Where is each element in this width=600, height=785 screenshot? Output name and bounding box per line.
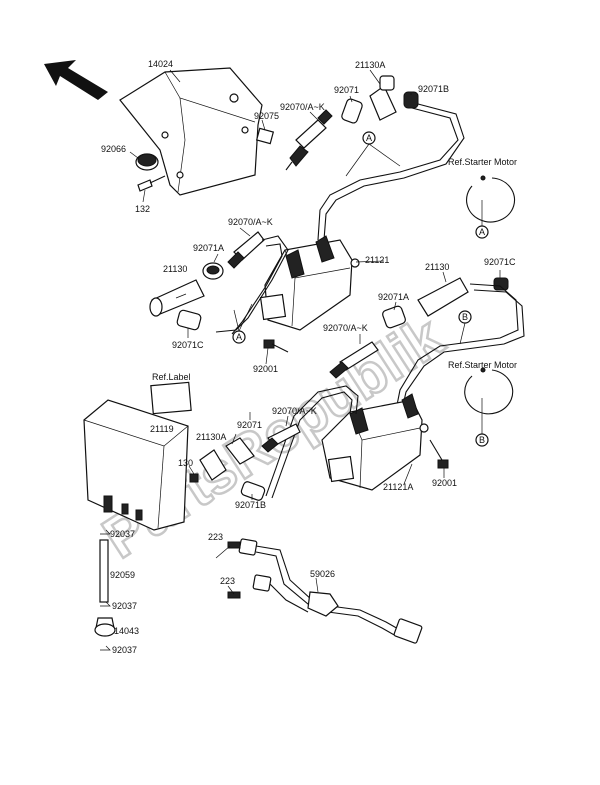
- label-130: 130: [178, 458, 193, 468]
- label-92066: 92066: [101, 144, 126, 154]
- plug-cap-21130-left: [149, 279, 205, 317]
- cap-92071-upper: [341, 98, 363, 124]
- label-21130A-a: 21130A: [355, 60, 385, 70]
- ref-starter-motor-lower: Ref.Starter Motor: [448, 360, 517, 370]
- starter-ring-lower: [464, 367, 514, 415]
- label-21130-a: 21130: [163, 264, 187, 274]
- label-21119: 21119: [150, 424, 174, 434]
- screw-132: [137, 175, 166, 192]
- label-92001-b: 92001: [432, 478, 457, 488]
- cap-92071B-lower: [240, 481, 266, 501]
- label-92037-c: 92037: [112, 645, 137, 655]
- marker-a-upper: A: [345, 131, 401, 177]
- label-92070-b: 92070/A~K: [228, 217, 273, 227]
- bolt-92001-lower: [429, 439, 449, 469]
- ref-starter-motor-upper: Ref.Starter Motor: [448, 157, 517, 167]
- spark-plug-right: [329, 341, 379, 379]
- spark-plug-lower: [261, 423, 301, 453]
- coil-cover: [119, 67, 263, 196]
- clamp-92037-c: [100, 645, 111, 651]
- cap-92071C-left: [176, 309, 202, 331]
- label-92071A-a: 92071A: [193, 243, 224, 253]
- spark-plug-upper: [285, 109, 333, 171]
- grommet-92066: [135, 153, 159, 171]
- label-92071C-b: 92071C: [484, 257, 516, 267]
- label-92071C-a: 92071C: [172, 340, 204, 350]
- svg-text:A: A: [479, 227, 485, 237]
- ignition-coil-21121A: [321, 393, 429, 491]
- label-92071B-a: 92071B: [418, 84, 449, 94]
- label-223-b: 223: [220, 576, 235, 586]
- label-21130A-b: 21130A: [196, 432, 226, 442]
- cap-92071C-right: [493, 277, 509, 291]
- label-59026: 59026: [310, 569, 335, 579]
- spark-plug-left: [227, 231, 265, 269]
- label-21130-b: 21130: [425, 262, 449, 272]
- marker-b-lower: B: [475, 398, 489, 447]
- plug-cap-21130A-lower: [199, 437, 255, 481]
- label-92070-d: 92070/A~K: [272, 406, 317, 416]
- valve-14043: [94, 617, 116, 637]
- cap-92071A-left: [202, 262, 224, 280]
- screw-130: [189, 473, 199, 483]
- starter-ring-upper: [466, 175, 516, 223]
- callout-labels: 14024 92075 92066 132 92070/A~K 92071 21…: [101, 59, 516, 655]
- label-223-a: 223: [208, 532, 223, 542]
- ht-lead-right: [395, 283, 519, 411]
- label-92070-a: 92070/A~K: [280, 102, 325, 112]
- clamp-92037-a: [100, 529, 111, 535]
- cap-92071A-right: [382, 305, 406, 329]
- label-132: 132: [135, 204, 150, 214]
- hose-92059: [99, 539, 109, 603]
- label-92037-a: 92037: [110, 529, 135, 539]
- marker-a-left: A: [232, 303, 253, 344]
- plug-cap-21130A-upper: [369, 75, 397, 121]
- ic-igniter-21119: [83, 399, 189, 531]
- label-21121: 21121: [365, 255, 389, 265]
- leader-lines: [129, 69, 501, 595]
- ref-label-box: [150, 381, 192, 415]
- front-arrow-icon: [44, 60, 108, 100]
- bolt-92001-upper: [263, 339, 289, 353]
- svg-text:A: A: [366, 133, 372, 143]
- label-14024: 14024: [148, 59, 173, 69]
- label-92071-a: 92071: [334, 85, 359, 95]
- marker-b-middle: B: [458, 310, 472, 345]
- plate-92075: [255, 127, 275, 145]
- harness-59026: [227, 538, 423, 644]
- label-92059: 92059: [110, 570, 135, 580]
- ignition-coil-21121: [259, 235, 360, 331]
- label-92071B-b: 92071B: [235, 500, 266, 510]
- svg-text:B: B: [462, 312, 468, 322]
- ht-lead-upper: [317, 107, 459, 241]
- ref-label-text: Ref.Label: [152, 372, 191, 382]
- label-21121A: 21121A: [383, 482, 413, 492]
- label-92071-b: 92071: [237, 420, 262, 430]
- label-92071A-b: 92071A: [378, 292, 409, 302]
- svg-text:B: B: [479, 435, 485, 445]
- plug-cap-21130-right: [417, 277, 469, 317]
- label-92070-c: 92070/A~K: [323, 323, 368, 333]
- cap-92071B-upper: [403, 91, 419, 109]
- label-14043: 14043: [114, 626, 139, 636]
- label-92037-b: 92037: [112, 601, 137, 611]
- clamp-92037-b: [100, 601, 111, 607]
- marker-a-right: A: [475, 200, 489, 239]
- label-92075: 92075: [254, 111, 279, 121]
- svg-text:A: A: [236, 332, 242, 342]
- label-92001-a: 92001: [253, 364, 278, 374]
